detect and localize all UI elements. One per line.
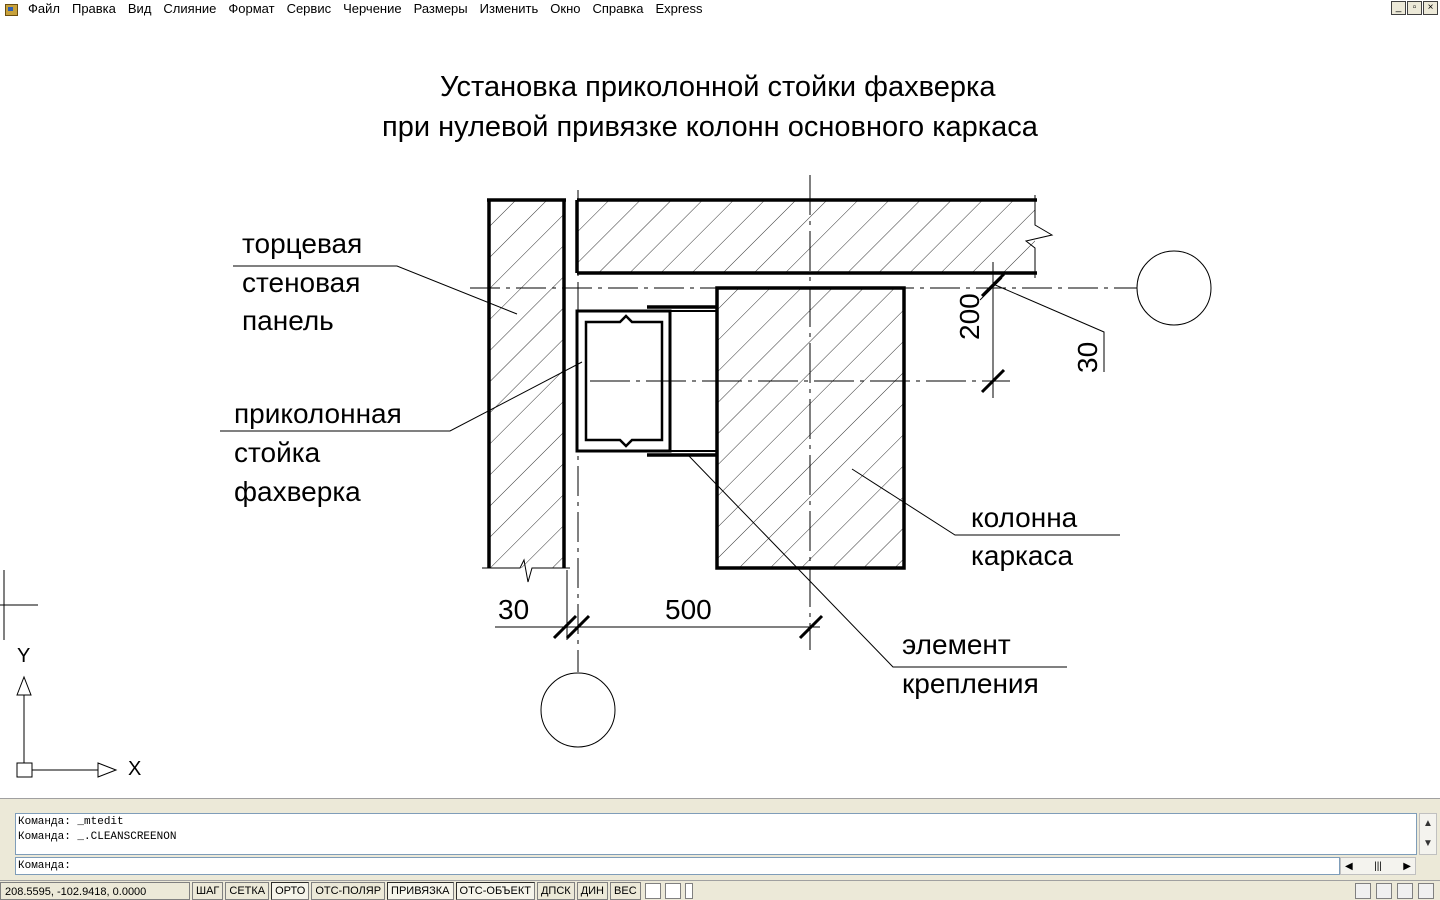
status-bar: 208.5595, -102.9418, 0.0000 ШАГ СЕТКА ОР… [0,880,1440,900]
toggle-ortho[interactable]: ОРТО [271,881,310,900]
scroll-up-icon[interactable]: ▲ [1423,818,1433,829]
restore-button[interactable]: ▫ [1407,1,1422,15]
scroll-down-icon[interactable]: ▼ [1423,838,1433,849]
scroll-thumb[interactable]: ||| [1374,860,1382,872]
command-input[interactable] [74,860,1337,872]
leader-element [687,454,1067,668]
label-panel-line1: торцевая [242,228,363,259]
model-icon[interactable] [644,882,661,899]
toggle-polar[interactable]: ОТС-ПОЛЯР [311,881,386,900]
menu-file[interactable]: Файл [28,1,60,16]
ucs-origin-box [16,762,33,778]
command-history: Команда: _mtedit Команда: _.CLEANSCREENO… [15,813,1417,855]
menu-merge[interactable]: Слияние [163,1,217,16]
close-button[interactable]: × [1423,1,1438,15]
lock-icon[interactable] [1376,883,1392,899]
menu-tools[interactable]: Сервис [286,1,332,16]
window-controls: _ ▫ × [1391,1,1438,15]
dimension-200: 200 [954,293,985,340]
app-icon[interactable] [4,2,18,16]
leader-column [851,468,1120,536]
coordinates-readout[interactable]: 208.5595, -102.9418, 0.0000 [0,881,190,900]
label-panel-line2: стеновая [242,267,361,298]
label-element-line2: крепления [902,668,1039,699]
label-stand-line2: стойка [234,437,321,468]
label-element-line1: элемент [902,629,1011,660]
comm-center-icon[interactable] [1355,883,1371,899]
wall-panel-top [577,200,1035,273]
status-tray [1355,883,1434,899]
ucs-y-label: Y [17,645,31,667]
toggle-dyn[interactable]: ДИН [576,881,609,900]
command-horizontal-scrollbar[interactable]: ◀ ||| ▶ [1340,857,1416,875]
menu-dimension[interactable]: Размеры [413,1,468,16]
command-history-scrollbar[interactable]: ▲ ▼ [1419,813,1437,855]
axis-bubble-right [1136,250,1212,326]
menu-edit[interactable]: Правка [71,1,116,16]
dimension-30-right: 30 [1072,341,1103,373]
label-panel-line3: панель [242,305,334,336]
label-stand-line3: фахверка [234,476,361,507]
menu-modify[interactable]: Изменить [479,1,539,16]
command-area: Команда: _mtedit Команда: _.CLEANSCREENO… [0,798,1440,880]
break-line-right [1024,195,1054,278]
command-prompt-label: Команда: [18,860,71,872]
dimension-500: 500 [665,594,712,625]
menu-express[interactable]: Express [655,1,703,16]
toggle-grid[interactable]: СЕТКА [225,881,270,900]
menu-bar: Файл Правка Вид Слияние Формат Сервис Че… [0,0,1440,18]
command-history-line: Команда: _mtedit [18,816,124,828]
dimension-30-bottom: 30 [498,594,530,625]
annotation-scale-icon[interactable] [684,882,693,899]
leader-panel [233,265,518,315]
toggle-lwt[interactable]: ВЕС [610,881,641,900]
command-prompt-row: Команда: [15,857,1340,875]
break-line-bottom [482,558,570,583]
toggle-osnap[interactable]: ПРИВЯЗКА [387,881,454,900]
menu-window[interactable]: Окно [550,1,581,16]
label-stand-line1: приколонная [234,398,402,429]
scroll-right-icon[interactable]: ▶ [1403,860,1411,872]
menu-draw[interactable]: Черчение [343,1,402,16]
menu-help[interactable]: Справка [592,1,644,16]
minimize-button[interactable]: _ [1391,1,1406,15]
label-column-line1: колонна [971,502,1078,533]
drawing-title-line1: Установка приколонной стойки фахверка [440,71,996,103]
toggle-snap[interactable]: ШАГ [192,881,224,900]
leader-stand [220,361,583,432]
label-column-line2: каркаса [971,540,1074,571]
toggle-otrack[interactable]: ОТС-ОБЪЕКТ [455,881,535,900]
wall-panel-left [489,200,564,568]
menu-format[interactable]: Формат [228,1,275,16]
axis-bubble-bottom [540,672,616,748]
ucs-y-arrow [16,675,32,696]
command-history-line: Команда: _.CLEANSCREENON [18,831,177,843]
layout-icon[interactable] [664,882,681,899]
ucs-x-label: X [128,758,142,780]
toggle-ducs[interactable]: ДПСК [536,881,575,900]
clean-screen-icon[interactable] [1418,883,1434,899]
settings-icon[interactable] [1397,883,1413,899]
menu-view[interactable]: Вид [127,1,152,16]
ucs-x-arrow [97,762,118,778]
drawing-canvas[interactable]: Установка приколонной стойки фахверка пр… [0,18,1440,798]
drawing-svg [0,175,1212,778]
drawing-title-line2: при нулевой привязке колонн основного ка… [382,111,1038,143]
scroll-left-icon[interactable]: ◀ [1345,860,1353,872]
